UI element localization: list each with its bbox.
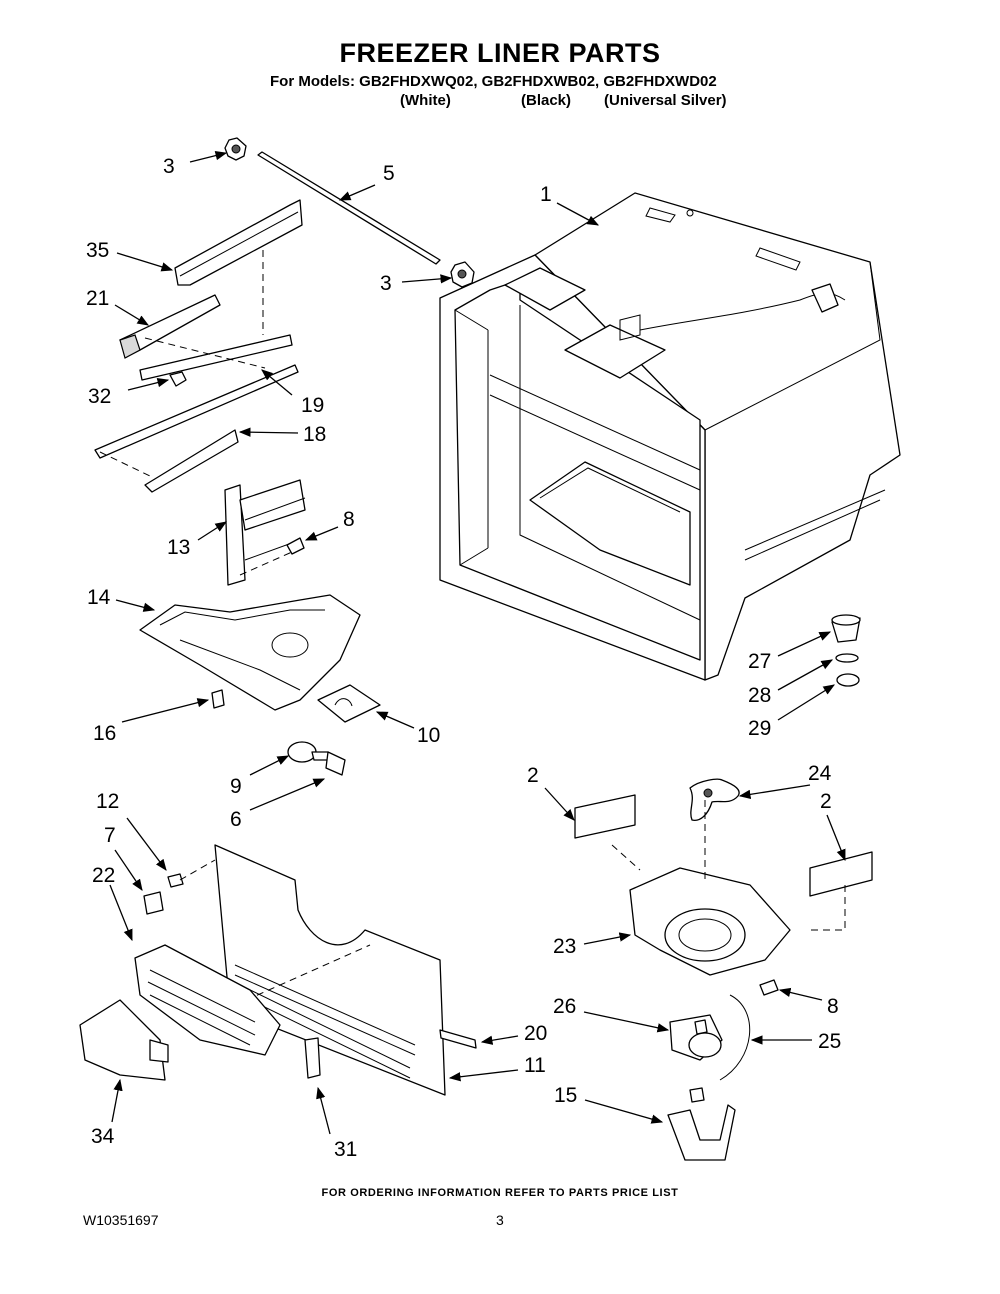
callout-19: 19 [301,394,324,417]
callout-10: 10 [417,724,440,747]
page-title: FREEZER LINER PARTS [339,38,661,68]
callout-8: 8 [827,995,839,1018]
callout-2: 2 [820,790,832,813]
callout-34: 34 [91,1125,115,1148]
document-number: W10351697 [83,1212,159,1228]
callout-31: 31 [334,1138,357,1161]
callout-8: 8 [343,508,355,531]
evaporator-fan-assembly [574,778,873,1161]
callout-23: 23 [553,935,576,958]
color-black-label: (Black) [521,92,572,109]
callout-14: 14 [87,586,111,609]
leader-lines [109,151,846,1135]
callout-5: 5 [383,162,395,185]
color-silver-label: (Universal Silver) [604,92,727,109]
callout-3: 3 [380,272,392,295]
callout-2: 2 [527,764,539,787]
callout-22: 22 [92,864,115,887]
callout-20: 20 [524,1022,547,1045]
mounting-bracket [224,479,306,586]
callout-13: 13 [167,536,190,559]
callout-25: 25 [818,1030,841,1053]
callout-35: 35 [86,239,109,262]
light-bulb-socket [287,741,346,776]
vent-grille-assembly [79,859,281,1081]
callout-21: 21 [86,287,109,310]
page-number: 3 [496,1212,504,1228]
callout-32: 32 [88,385,111,408]
ordering-note: FOR ORDERING INFORMATION REFER TO PARTS … [321,1187,679,1199]
freezer-liner [439,192,901,681]
callout-16: 16 [93,722,116,745]
callout-27: 27 [748,650,771,673]
cap-washer-set [831,614,861,687]
callout-24: 24 [808,762,832,785]
callout-26: 26 [553,995,576,1018]
models-line: For Models: GB2FHDXWQ02, GB2FHDXWB02, GB… [270,73,717,90]
callout-29: 29 [748,717,771,740]
callout-12: 12 [96,790,119,813]
callout-9: 9 [230,775,242,798]
shelf-rail-assembly [94,137,475,493]
color-white-label: (White) [400,92,451,109]
rear-panel [214,844,477,1096]
ice-tray-housing [139,594,381,723]
callout-28: 28 [748,684,771,707]
callout-15: 15 [554,1084,577,1107]
callout-3: 3 [163,155,175,178]
callout-11: 11 [524,1054,546,1077]
callout-6: 6 [230,808,242,831]
callout-7: 7 [104,824,116,847]
callout-18: 18 [303,423,326,446]
callout-1: 1 [540,183,552,206]
callout-labels: 3 5 1 35 3 21 32 19 18 13 8 14 16 10 9 6… [86,155,841,1161]
